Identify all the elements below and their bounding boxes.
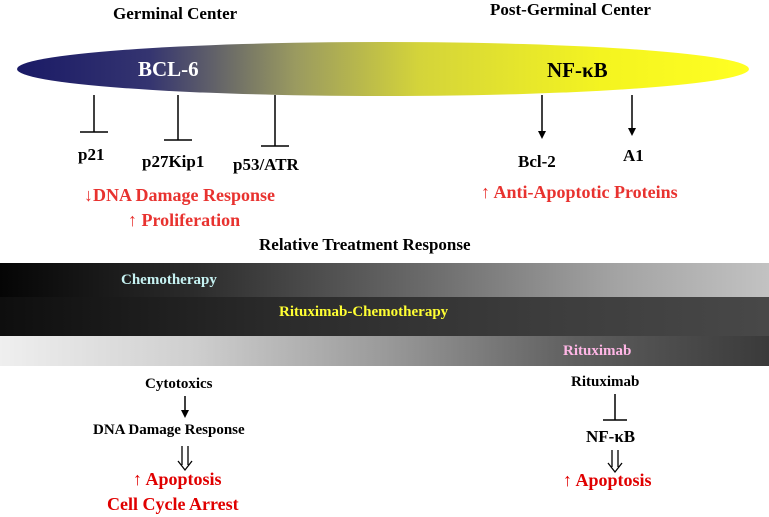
nfkb-activation-arrows <box>538 95 636 139</box>
rituximab-agent-label: Rituximab <box>571 374 640 390</box>
apoptosis-right-label: ↑ Apoptosis <box>563 470 652 490</box>
proliferation-effect: ↑ Proliferation <box>128 210 241 230</box>
gc-spectrum-ellipse <box>17 42 749 96</box>
nfkb-label: NF-κB <box>547 58 608 82</box>
cell-cycle-arrest-label: Cell Cycle Arrest <box>107 494 239 514</box>
rituximab-label: Rituximab <box>563 343 632 359</box>
target-p21: p21 <box>78 145 105 164</box>
target-bcl2: Bcl-2 <box>518 152 556 171</box>
rituximab-bar: Rituximab <box>0 336 769 366</box>
rituximab-chemotherapy-label: Rituximab-Chemotherapy <box>279 304 449 320</box>
anti-apoptotic-effect: ↑ Anti-Apoptotic Proteins <box>481 182 678 202</box>
bcl6-label: BCL-6 <box>138 57 199 81</box>
rituximab-chemotherapy-bar: Rituximab-Chemotherapy <box>0 297 769 336</box>
target-a1: A1 <box>623 146 644 165</box>
dna-damage-response-label: DNA Damage Response <box>93 422 245 438</box>
right-pathway-arrows <box>603 394 627 474</box>
treatment-response-title: Relative Treatment Response <box>259 235 471 254</box>
cytotoxics-label: Cytotoxics <box>145 376 213 392</box>
target-p27kip1: p27Kip1 <box>142 152 205 171</box>
apoptosis-left-label: ↑ Apoptosis <box>133 469 222 489</box>
chemotherapy-label: Chemotherapy <box>121 272 217 288</box>
target-p53-atr: p53/ATR <box>233 155 299 174</box>
dna-damage-response-effect: ↓DNA Damage Response <box>84 185 275 205</box>
chemotherapy-bar: Chemotherapy <box>0 263 769 297</box>
nfkb-pathway-label: NF-κB <box>586 427 636 446</box>
germinal-center-heading: Germinal Center <box>113 4 238 23</box>
left-pathway-arrows <box>177 396 193 472</box>
post-germinal-center-heading: Post-Germinal Center <box>490 0 651 19</box>
bcl6-inhibition-lines <box>80 95 289 147</box>
